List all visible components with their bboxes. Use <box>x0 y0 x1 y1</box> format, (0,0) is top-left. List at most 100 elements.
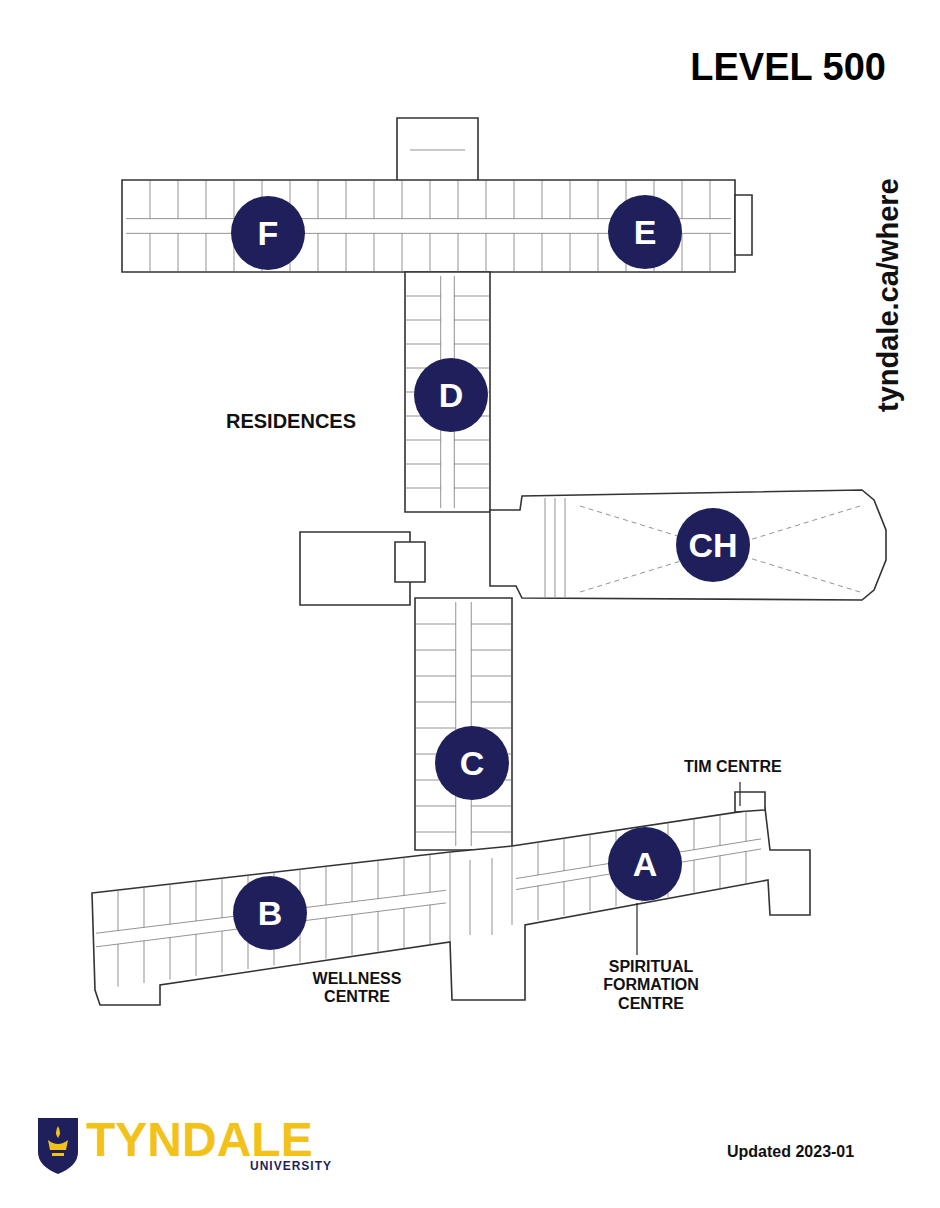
area-label: TIM CENTRE <box>684 758 782 776</box>
room-wall <box>378 860 379 898</box>
building-wall <box>122 180 735 272</box>
room-wall <box>415 832 456 833</box>
room-wall <box>318 180 319 219</box>
room-wall <box>545 498 546 597</box>
room-wall <box>326 866 327 905</box>
room-wall <box>694 819 695 850</box>
room-wall <box>430 233 431 272</box>
room-wall <box>458 180 459 219</box>
building-wall <box>397 118 478 182</box>
room-wall <box>471 624 512 625</box>
room-wall <box>170 884 171 924</box>
room-wall <box>538 842 539 875</box>
location-marker: F <box>231 196 305 270</box>
room-wall <box>415 676 456 677</box>
location-marker: CH <box>676 508 750 582</box>
room-wall <box>405 344 441 345</box>
room-wall <box>746 811 747 841</box>
room-wall <box>471 702 512 703</box>
room-wall <box>96 890 446 933</box>
building-wall <box>490 490 886 600</box>
room-wall <box>405 440 441 441</box>
room-wall <box>326 918 327 959</box>
logo-shield <box>38 1118 78 1174</box>
room-wall <box>450 852 451 942</box>
leader-line <box>739 782 740 806</box>
web-address: tyndale.ca/where <box>872 178 905 412</box>
room-wall <box>564 838 565 871</box>
room-wall <box>118 944 119 986</box>
room-wall <box>694 860 695 893</box>
room-wall <box>542 180 543 219</box>
room-wall <box>598 180 599 219</box>
room-wall <box>598 233 599 272</box>
room-wall <box>590 877 591 911</box>
logo-subtitle: UNIVERSITY <box>250 1160 332 1174</box>
room-wall <box>471 602 472 846</box>
room-wall <box>470 860 471 935</box>
room-wall <box>454 344 490 345</box>
room-wall <box>682 180 683 219</box>
marker-letter: CH <box>688 528 737 562</box>
room-wall <box>352 863 353 902</box>
location-marker: B <box>233 876 307 950</box>
building-wall <box>300 532 410 605</box>
room-wall <box>415 624 456 625</box>
room-wall <box>178 180 179 219</box>
room-wall <box>590 834 591 866</box>
leader-line <box>636 903 637 955</box>
room-wall <box>318 233 319 272</box>
room-wall <box>471 806 512 807</box>
room-wall <box>454 320 490 321</box>
room-wall <box>564 882 565 916</box>
room-wall <box>514 233 515 272</box>
room-wall <box>512 846 513 925</box>
area-label: RESIDENCES <box>226 410 356 433</box>
room-wall <box>542 233 543 272</box>
room-wall <box>492 858 493 935</box>
room-wall <box>405 320 441 321</box>
room-wall <box>415 650 456 651</box>
room-wall <box>402 233 403 272</box>
room-wall <box>415 702 456 703</box>
room-wall <box>346 233 347 272</box>
logo-wordmark: TYNDALE <box>86 1112 313 1167</box>
room-wall <box>486 180 487 219</box>
room-wall <box>454 464 490 465</box>
building-wall <box>735 195 752 255</box>
room-wall <box>471 676 512 677</box>
room-wall <box>430 854 431 892</box>
marker-letter: D <box>439 378 464 412</box>
room-wall <box>402 180 403 219</box>
room-wall <box>404 857 405 895</box>
map-title: LEVEL 500 <box>690 46 886 90</box>
room-wall <box>378 911 379 951</box>
building-wall <box>92 808 810 1005</box>
room-wall <box>720 856 721 888</box>
room-wall <box>454 440 490 441</box>
room-wall <box>682 233 683 272</box>
room-wall <box>234 180 235 219</box>
room-wall <box>404 908 405 948</box>
room-wall <box>430 905 431 945</box>
room-wall <box>415 728 456 729</box>
room-wall <box>710 180 711 219</box>
room-wall <box>538 886 539 920</box>
room-wall <box>374 233 375 272</box>
room-wall <box>746 851 747 883</box>
room-wall <box>405 488 441 489</box>
marker-letter: A <box>633 847 658 881</box>
room-wall <box>144 941 145 983</box>
room-wall <box>454 296 490 297</box>
room-wall <box>570 233 571 272</box>
room-wall <box>118 890 119 931</box>
room-wall <box>555 498 556 597</box>
marker-letter: C <box>460 746 485 780</box>
room-wall <box>486 233 487 272</box>
room-wall <box>454 488 490 489</box>
room-wall <box>415 806 456 807</box>
room-wall <box>405 296 441 297</box>
building-wall <box>405 272 490 512</box>
location-marker: C <box>435 726 509 800</box>
location-marker: D <box>414 358 488 432</box>
